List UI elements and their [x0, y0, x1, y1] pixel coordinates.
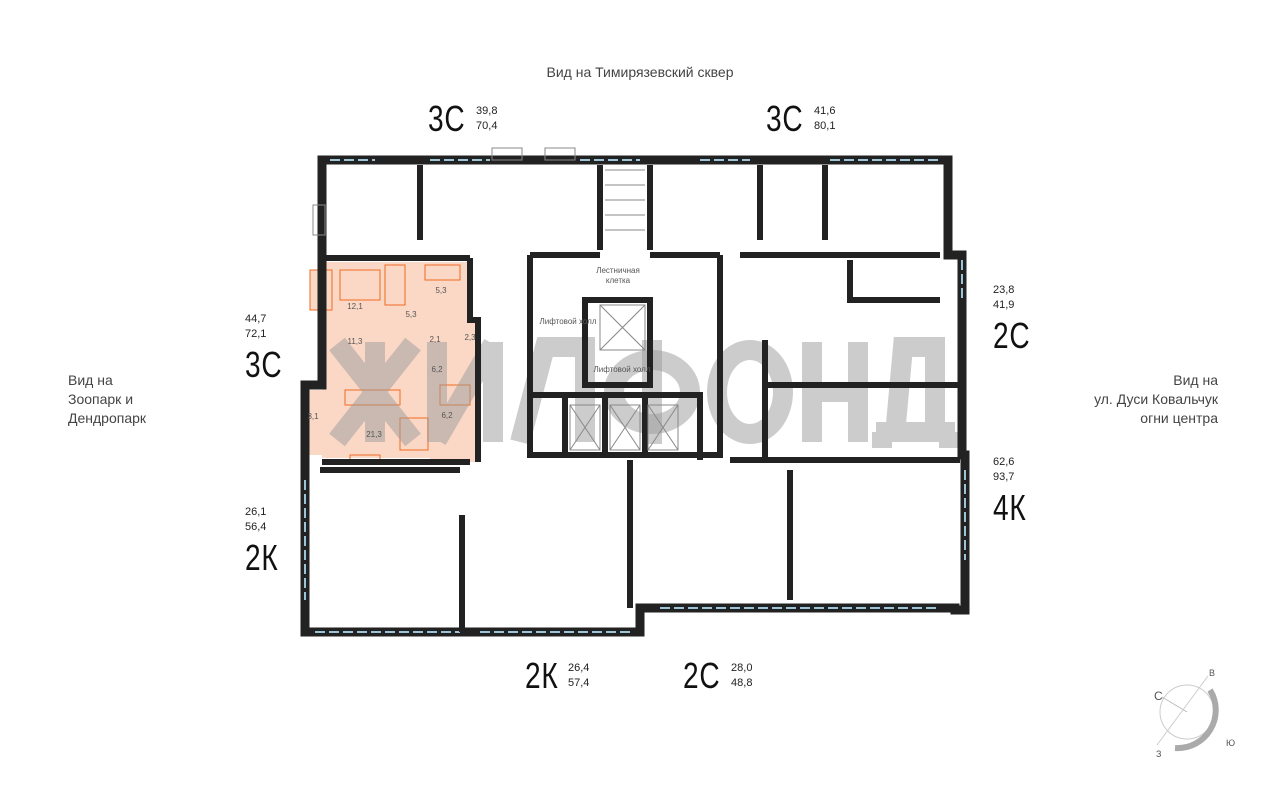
room-area: 6,2: [431, 365, 443, 374]
living-area: 62,6: [993, 456, 1015, 468]
apartment-type: 2С: [683, 655, 721, 696]
room-area: 2,1: [429, 335, 441, 344]
room-area: 6,2: [441, 411, 453, 420]
total-area: 57,4: [568, 677, 590, 689]
apartment-label-2c-right[interactable]: 23,8 41,9 2С: [993, 283, 1041, 357]
outer-walls: [300, 155, 970, 637]
living-area: 26,4: [568, 662, 590, 674]
total-area: 80,1: [814, 120, 836, 132]
apartment-type: 2К: [245, 537, 279, 578]
apartment-type: 2С: [993, 315, 1031, 356]
compass-w-label: З: [1156, 749, 1161, 759]
view-right-line: Вид на: [1173, 372, 1218, 388]
internal-walls: [320, 165, 962, 632]
view-left-line: Дендропарк: [68, 410, 147, 426]
apartment-label-2k-bottom[interactable]: 2К 26,4 57,4: [525, 655, 589, 697]
view-label-left: Вид на Зоопарк и Дендропарк: [68, 371, 146, 428]
room-area: 5,3: [435, 286, 447, 295]
total-area: 41,9: [993, 299, 1015, 311]
lift-hall-label: Лифтовой холл: [540, 317, 597, 326]
apartment-type: 3С: [245, 344, 283, 385]
total-area: 72,1: [245, 328, 267, 340]
compass-e-label: В: [1209, 668, 1215, 678]
room-area: 2,3: [464, 333, 476, 342]
room-area: 3,1: [307, 412, 319, 421]
stairs-label: клетка: [606, 276, 631, 285]
room-area: 5,3: [405, 310, 417, 319]
room-area: 11,3: [348, 337, 364, 346]
view-left-line: Зоопарк и: [68, 391, 134, 407]
total-area: 56,4: [245, 521, 267, 533]
living-area: 41,6: [814, 105, 836, 117]
living-area: 26,1: [245, 506, 267, 518]
apartment-label-4k-right[interactable]: 62,6 93,7 4К: [993, 455, 1036, 529]
living-area: 39,8: [476, 105, 498, 117]
stairs-label: Лестничная: [596, 266, 640, 275]
living-area: 28,0: [731, 662, 753, 674]
compass-n-label: С: [1154, 689, 1163, 703]
apartment-type: 4К: [993, 487, 1027, 528]
apartment-label-3c-left-selected[interactable]: 44,7 72,1 3С: [245, 312, 293, 386]
view-label-top: Вид на Тимирязевский сквер: [546, 64, 734, 80]
view-label-right: Вид на ул. Дуси Ковальчук огни центра: [1094, 371, 1218, 428]
apartment-label-3c-top-right[interactable]: 3С 41,6 80,1: [766, 98, 835, 140]
total-area: 70,4: [476, 120, 498, 132]
total-area: 93,7: [993, 471, 1015, 483]
apartment-type: 3С: [428, 98, 466, 139]
view-right-line: огни центра: [1140, 410, 1218, 426]
compass-s-label: Ю: [1226, 738, 1235, 748]
total-area: 48,8: [731, 677, 753, 689]
apartment-label-2k-left[interactable]: 26,1 56,4 2К: [245, 505, 288, 579]
apartment-type: 2К: [525, 655, 559, 696]
view-left-line: Вид на: [68, 372, 113, 388]
apartment-label-2c-bottom[interactable]: 2С 28,0 48,8: [683, 655, 752, 697]
windows: [304, 159, 966, 633]
room-area: 21,3: [366, 430, 382, 439]
room-area: 12,1: [347, 302, 363, 311]
lift-hall-label: Лифтовой холл: [594, 365, 651, 374]
view-right-line: ул. Дуси Ковальчук: [1094, 391, 1218, 407]
living-area: 23,8: [993, 284, 1015, 296]
apartment-label-3c-top-left[interactable]: 3С 39,8 70,4: [428, 98, 497, 140]
living-area: 44,7: [245, 313, 267, 325]
apartment-type: 3С: [766, 98, 804, 139]
compass-rose: С В Ю З: [1154, 668, 1235, 759]
